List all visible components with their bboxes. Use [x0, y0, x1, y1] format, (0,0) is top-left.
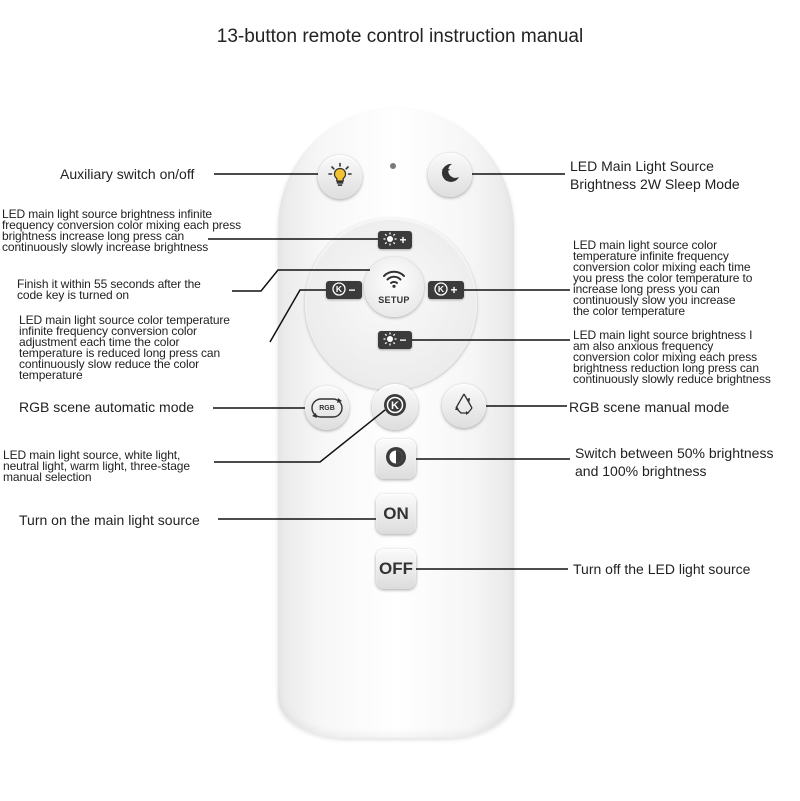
color-temp-down-button[interactable]: K − — [326, 281, 362, 299]
label-line: and 100% brightness — [575, 462, 773, 480]
on-label: ON — [383, 504, 409, 524]
brightness-toggle-button[interactable] — [376, 439, 416, 479]
off-button[interactable]: OFF — [376, 549, 416, 589]
kelvin-icon: K — [332, 282, 346, 299]
label-line: manual selection — [3, 472, 190, 483]
sun-icon — [383, 232, 397, 249]
label-half-brightness: Switch between 50% brightness and 100% b… — [575, 444, 773, 480]
half-circle-icon — [384, 445, 408, 474]
three-stage-color-button[interactable]: K — [372, 384, 418, 430]
sleep-mode-button[interactable] — [428, 153, 472, 197]
sun-icon — [383, 332, 397, 349]
label-code-pair: Finish it within 55 seconds after the co… — [17, 279, 201, 301]
label-three-stage: LED main light source, white light, neut… — [3, 450, 190, 483]
brightness-up-button[interactable]: + — [378, 231, 412, 249]
rgb-auto-button[interactable]: RGB — [305, 386, 349, 430]
label-rgb-manual: RGB scene manual mode — [569, 399, 729, 416]
minus-sign: − — [399, 333, 406, 347]
minus-sign: − — [348, 283, 355, 297]
rgb-manual-button[interactable] — [442, 384, 486, 428]
on-button[interactable]: ON — [376, 494, 416, 534]
kelvin-icon: K — [434, 282, 448, 299]
label-led-off: Turn off the LED light source — [573, 561, 750, 578]
label-line: continuously slowly reduce brightness — [573, 374, 771, 385]
off-label: OFF — [379, 559, 413, 579]
label-line: the color temperature — [573, 306, 752, 317]
setup-label: SETUP — [378, 295, 410, 305]
svg-text:K: K — [391, 400, 399, 412]
rgb-cycle-icon: RGB — [310, 397, 344, 419]
plus-sign: + — [450, 283, 457, 297]
label-rgb-auto: RGB scene automatic mode — [19, 399, 194, 416]
label-aux-switch: Auxiliary switch on/off — [60, 166, 194, 183]
label-line: temperature — [19, 370, 230, 381]
brightness-down-button[interactable]: − — [378, 331, 412, 349]
recycle-icon — [451, 391, 477, 422]
label-line: Brightness 2W Sleep Mode — [570, 175, 740, 193]
auxiliary-switch-button[interactable] — [318, 155, 362, 199]
indicator-led — [390, 163, 396, 169]
label-sleep-mode: LED Main Light Source Brightness 2W Slee… — [570, 157, 740, 193]
svg-text:K: K — [438, 284, 445, 294]
svg-text:K: K — [336, 284, 343, 294]
setup-button[interactable]: SETUP — [364, 257, 424, 317]
label-line: code key is turned on — [17, 290, 201, 301]
label-temp-down: LED main light source color temperature … — [19, 315, 230, 381]
moon-star-icon — [437, 160, 463, 191]
label-main-on: Turn on the main light source — [19, 512, 200, 529]
kelvin-icon: K — [381, 391, 409, 424]
plus-sign: + — [399, 233, 406, 247]
wifi-signal-icon — [382, 269, 406, 294]
label-brightness-down: LED main light source brightness I am al… — [573, 330, 771, 385]
rgb-label: RGB — [319, 405, 335, 412]
page-title: 13-button remote control instruction man… — [0, 26, 800, 48]
label-line: continuously slowly increase brightness — [2, 242, 241, 253]
label-line: Switch between 50% brightness — [575, 444, 773, 462]
label-brightness-up: LED main light source brightness infinit… — [2, 209, 241, 253]
lightbulb-icon — [327, 162, 353, 193]
label-line: LED Main Light Source — [570, 157, 740, 175]
color-temp-up-button[interactable]: K + — [428, 281, 464, 299]
label-temp-up: LED main light source color temperature … — [573, 240, 752, 317]
